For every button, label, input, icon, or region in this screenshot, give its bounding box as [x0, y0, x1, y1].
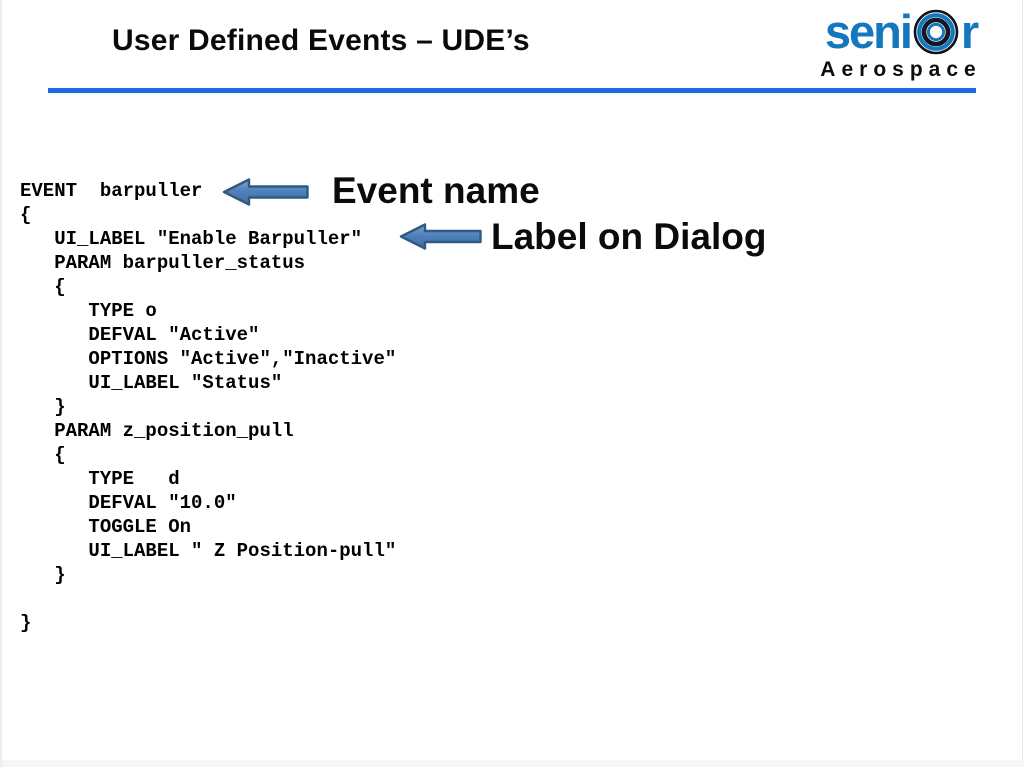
logo-text-seni: seni — [824, 5, 913, 58]
rings-o-icon — [913, 9, 959, 55]
slide-right-edge — [1022, 0, 1023, 767]
logo-wordmark: seni r — [824, 5, 979, 58]
left-arrow-icon — [399, 223, 482, 250]
slide-bottom-edge — [2, 760, 1024, 767]
left-arrow-icon — [222, 178, 309, 206]
page-title: User Defined Events – UDE’s — [112, 24, 530, 57]
event-name-callout: Event name — [332, 170, 540, 211]
code-listing: EVENT barpuller { UI_LABEL "Enable Barpu… — [20, 180, 397, 634]
label-on-dialog-callout: Label on Dialog — [491, 216, 767, 257]
logo-text-r: r — [960, 5, 979, 58]
logo-subtitle: Aerospace — [820, 58, 982, 81]
header-rule — [48, 88, 976, 93]
senior-aerospace-logo: seni r Aerospace — [808, 6, 994, 82]
